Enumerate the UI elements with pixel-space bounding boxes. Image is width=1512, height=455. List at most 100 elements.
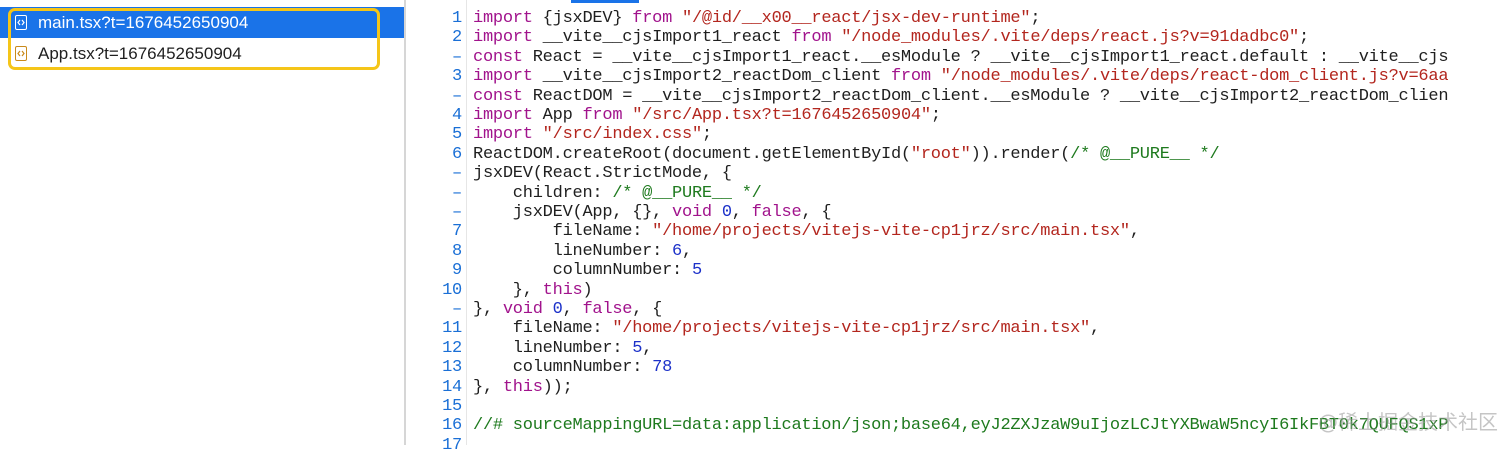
line-number[interactable]: 5 <box>452 125 462 145</box>
code-text: }, this)); <box>473 378 573 397</box>
line-number[interactable]: 2 <box>452 28 462 48</box>
code-token: void <box>672 203 712 222</box>
file-tree-item-app-tsx[interactable]: App.tsx?t=1676452650904 <box>0 38 404 69</box>
code-text: jsxDEV(App, {}, void 0, false, { <box>473 203 832 222</box>
code-text: }, void 0, false, { <box>473 300 662 319</box>
code-token: , <box>682 241 692 261</box>
code-token: jsxDEV(App, {}, <box>473 203 673 222</box>
code-token: import <box>473 9 533 28</box>
line-number[interactable]: 14 <box>442 377 462 397</box>
code-token: fileName: <box>473 319 613 339</box>
code-token: this <box>502 377 543 397</box>
code-token: }, <box>473 300 503 319</box>
code-token: lineNumber: <box>473 241 673 261</box>
code-token: ; <box>1030 9 1041 28</box>
line-number[interactable]: 17 <box>442 435 462 455</box>
line-number[interactable]: 16 <box>442 416 462 436</box>
code-text: jsxDEV(React.StrictMode, { <box>473 164 732 183</box>
code-text: lineNumber: 5, <box>473 338 653 358</box>
file-code-icon <box>15 15 27 30</box>
code-text: //# sourceMappingURL=data:application/js… <box>473 416 1449 435</box>
code-text: const ReactDOM = __vite__cjsImport2_reac… <box>473 86 1449 106</box>
code-token: , <box>562 300 583 319</box>
line-number[interactable]: 6 <box>452 144 462 164</box>
code-token <box>533 125 543 144</box>
code-token: , { <box>801 203 832 222</box>
code-token: from <box>632 9 673 28</box>
line-number[interactable]: 15 <box>442 397 462 416</box>
code-token: false <box>751 203 802 222</box>
code-text: fileName: "/home/projects/vitejs-vite-cp… <box>473 319 1100 338</box>
code-token: , <box>731 203 752 222</box>
code-token: ReactDOM = __vite__cjsImport2_reactDom_c… <box>522 86 1449 106</box>
code-token: __vite__cjsImport2_reactDom_client <box>532 67 891 87</box>
line-number[interactable]: – <box>452 164 462 184</box>
code-text: const React = __vite__cjsImport1_react._… <box>473 47 1449 67</box>
code-token: from <box>582 106 623 125</box>
code-token: import <box>473 125 533 145</box>
code-token <box>831 28 841 47</box>
code-token: 6 <box>672 241 682 261</box>
code-token: const <box>473 47 523 67</box>
code-text: lineNumber: 6, <box>473 241 693 261</box>
code-token: React = __vite__cjsImport1_react.__esMod… <box>522 47 1449 67</box>
code-text: import __vite__cjsImport2_reactDom_clien… <box>473 67 1449 87</box>
line-number[interactable]: 13 <box>442 358 462 378</box>
code-token: import <box>473 67 533 87</box>
code-text: import "/src/index.css"; <box>473 125 712 144</box>
code-text: children: /* @__PURE__ */ <box>473 184 762 203</box>
line-number[interactable]: 10 <box>442 280 462 300</box>
line-number[interactable]: 3 <box>452 67 462 87</box>
code-token: 5 <box>632 338 643 358</box>
code-token: void <box>502 300 543 319</box>
code-token <box>543 300 553 319</box>
line-number[interactable]: 7 <box>452 222 462 242</box>
code-text: import __vite__cjsImport1_react from "/n… <box>473 28 1309 47</box>
code-token: "/home/projects/vitejs-vite-cp1jrz/src/m… <box>652 222 1130 242</box>
code-token: "/home/projects/vitejs-vite-cp1jrz/src/m… <box>612 319 1091 339</box>
code-token: columnNumber: <box>473 358 653 378</box>
code-token: children: <box>473 183 613 203</box>
code-token: const <box>473 86 523 106</box>
line-number[interactable]: 1 <box>452 9 462 28</box>
line-number[interactable]: 4 <box>452 106 462 125</box>
line-number[interactable]: – <box>452 86 462 106</box>
code-token: "/src/index.css" <box>542 125 702 145</box>
code-token: , <box>1090 319 1100 339</box>
code-token: )); <box>542 377 573 397</box>
code-token: 0 <box>721 203 732 222</box>
code-token: import <box>473 106 533 125</box>
code-text: import App from "/src/App.tsx?t=16764526… <box>473 106 941 125</box>
code-token: /* @__PURE__ */ <box>1070 144 1220 164</box>
line-number[interactable]: – <box>452 203 462 222</box>
line-number[interactable]: – <box>452 183 462 203</box>
code-token: ; <box>1299 28 1309 48</box>
line-number[interactable]: 11 <box>442 319 462 339</box>
file-code-icon <box>15 46 27 61</box>
code-token: , <box>1129 222 1140 242</box>
panel-resize-handle[interactable] <box>404 0 406 445</box>
line-number[interactable]: 8 <box>452 241 462 261</box>
code-token: 5 <box>691 261 702 281</box>
code-token: "root" <box>910 144 971 164</box>
line-number[interactable]: 9 <box>452 261 462 281</box>
code-token: __vite__cjsImport1_react <box>532 28 792 48</box>
line-number[interactable]: – <box>452 47 462 67</box>
code-token: ) <box>582 280 593 300</box>
code-token: /* @__PURE__ */ <box>612 183 762 203</box>
code-token: "/node_modules/.vite/deps/react.js?v=91d… <box>841 28 1300 48</box>
file-name-label: main.tsx?t=1676452650904 <box>38 12 249 32</box>
code-token: {jsxDEV} <box>532 9 633 28</box>
line-number[interactable]: – <box>452 300 462 319</box>
code-token: )).render( <box>970 144 1071 164</box>
code-text: fileName: "/home/projects/vitejs-vite-cp… <box>473 222 1140 241</box>
code-token: 0 <box>552 300 563 319</box>
code-token <box>712 203 722 222</box>
code-token: App <box>532 106 583 125</box>
line-number[interactable]: 12 <box>442 338 462 358</box>
code-token: false <box>582 300 633 319</box>
code-token: columnNumber: <box>473 261 692 281</box>
code-token: , { <box>632 300 663 319</box>
file-tree-item-main-tsx[interactable]: main.tsx?t=1676452650904 <box>0 7 404 38</box>
